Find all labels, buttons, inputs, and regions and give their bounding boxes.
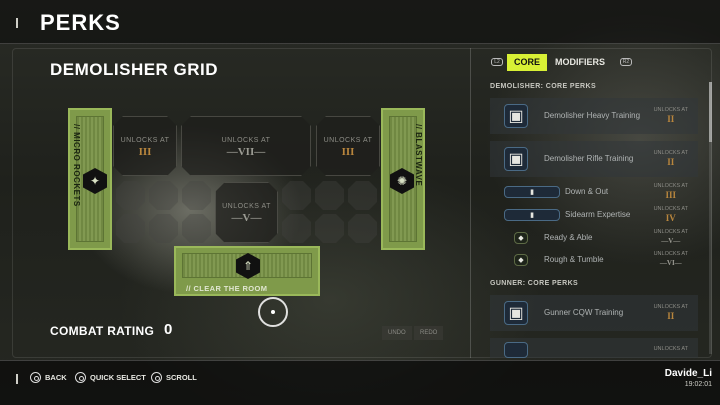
- cursor-reticle: [258, 297, 288, 327]
- footer-tick: [16, 374, 18, 384]
- perk-item-icon: ▣: [504, 147, 528, 171]
- grid-cell-empty[interactable]: [282, 214, 311, 243]
- grid-title: DEMOLISHER GRID: [50, 60, 219, 79]
- perk-list-item[interactable]: ◆ Rough & Tumble UNLOCKS AT—VI—: [490, 251, 698, 269]
- bottom-bar: [0, 360, 720, 405]
- perk-list-item[interactable]: UNLOCKS AT: [490, 338, 698, 358]
- grid-slot-locked[interactable]: UNLOCKS AT —V—: [215, 182, 278, 243]
- panel-divider: [470, 48, 471, 358]
- content-frame: [12, 48, 712, 358]
- combat-rating-label: COMBAT RATING: [50, 324, 155, 338]
- unlock-label: UNLOCKS AT: [221, 137, 271, 144]
- grid-cell-empty[interactable]: [348, 214, 377, 243]
- unlock-rank: III: [341, 146, 355, 158]
- tab-core[interactable]: CORE: [507, 54, 548, 71]
- grid-slot-locked[interactable]: UNLOCKS AT —VII—: [181, 116, 311, 176]
- perk-item-name: Down & Out: [565, 187, 609, 196]
- section-title-demolisher: DEMOLISHER: CORE PERKS: [490, 83, 597, 90]
- redo-button[interactable]: REDO: [414, 326, 444, 340]
- dpad-icon: [75, 372, 86, 383]
- r2-trigger-icon: R2: [620, 58, 632, 66]
- perk-label-blastwave: // BLASTWAVE: [414, 124, 423, 187]
- hint-quick-select-label: QUICK SELECT: [90, 373, 146, 382]
- grid-cell-empty[interactable]: [315, 214, 344, 243]
- perk-list-item[interactable]: ◆ Ready & Able UNLOCKS AT—V—: [490, 229, 698, 247]
- combat-rating-value: 0: [164, 321, 173, 338]
- hint-back-label: BACK: [45, 373, 67, 382]
- perk-item-icon: [504, 342, 528, 358]
- perk-label-clear-the-room: // CLEAR THE ROOM: [186, 284, 268, 293]
- unlock-rank: —V—: [231, 212, 262, 224]
- grid-cell-empty[interactable]: [149, 214, 178, 243]
- perk-item-icon: ▣: [504, 104, 528, 128]
- unlock-label: UNLOCKS AT: [323, 137, 373, 144]
- perk-item-icon: ◆: [514, 254, 528, 266]
- perk-label-micro-rockets: // MICRO ROCKETS: [72, 124, 81, 207]
- perk-item-icon: ▮: [504, 209, 560, 221]
- perk-item-name: Demolisher Heavy Training: [544, 111, 641, 120]
- perk-card-clear-the-room[interactable]: ⇑ // CLEAR THE ROOM: [174, 246, 320, 296]
- unlock-label: UNLOCKS AT: [222, 203, 271, 210]
- circle-button-icon: [30, 372, 41, 383]
- unlock-rank: —VII—: [226, 146, 266, 158]
- username: Davide_Li: [664, 368, 712, 379]
- perk-item-name: Demolisher Rifle Training: [544, 154, 634, 163]
- perk-item-name: Rough & Tumble: [544, 255, 604, 264]
- perk-item-icon: ▮: [504, 186, 560, 198]
- perk-item-icon: ▣: [504, 301, 528, 325]
- grid-cell-empty[interactable]: [116, 214, 145, 243]
- perk-item-unlock: UNLOCKS AT—VI—: [653, 251, 688, 267]
- grid-cell-empty[interactable]: [348, 181, 377, 210]
- grid-cell-empty[interactable]: [182, 214, 211, 243]
- unlock-label: UNLOCKS AT: [120, 137, 170, 144]
- section-title-gunner: GUNNER: CORE PERKS: [490, 280, 579, 287]
- grid-cell-empty[interactable]: [149, 181, 178, 210]
- grid-cell-empty[interactable]: [182, 181, 211, 210]
- grid-cell-empty[interactable]: [116, 181, 145, 210]
- hint-scroll-label: SCROLL: [166, 373, 197, 382]
- ammo-icon: ⇑: [236, 253, 260, 279]
- perk-item-unlock: UNLOCKS AT—V—: [653, 229, 688, 245]
- undo-button[interactable]: UNDO: [382, 326, 412, 340]
- page-title: PERKS: [40, 10, 121, 35]
- perk-item-icon: ◆: [514, 232, 528, 244]
- grid-slot-locked[interactable]: UNLOCKS AT III: [316, 116, 380, 176]
- unlock-rank: III: [138, 146, 152, 158]
- stick-icon: [151, 372, 162, 383]
- hint-scroll[interactable]: SCROLL: [151, 372, 197, 383]
- perk-card-blastwave[interactable]: // BLASTWAVE ✺: [381, 108, 425, 250]
- tab-modifiers[interactable]: MODIFIERS: [555, 57, 606, 67]
- hint-quick-select[interactable]: QUICK SELECT: [75, 372, 146, 383]
- grid-slot-locked[interactable]: UNLOCKS AT III: [113, 116, 177, 176]
- l2-trigger-icon: L2: [491, 58, 503, 66]
- top-bar: PERKS: [0, 0, 720, 44]
- grid-cell-empty[interactable]: [282, 181, 311, 210]
- clock: 19:02:01: [684, 381, 712, 388]
- perk-item-name: Ready & Able: [544, 233, 593, 242]
- header-tick: [16, 18, 18, 28]
- perk-item-name: Sidearm Expertise: [565, 210, 631, 219]
- perk-item-name: Gunner CQW Training: [544, 308, 624, 317]
- perk-card-micro-rockets[interactable]: // MICRO ROCKETS ✦: [68, 108, 112, 250]
- scrollbar-thumb[interactable]: [709, 82, 712, 142]
- grid-cell-empty[interactable]: [315, 181, 344, 210]
- perk-item-unlock: UNLOCKS AT: [653, 346, 688, 352]
- hint-back[interactable]: BACK: [30, 372, 67, 383]
- scrollbar-track[interactable]: [709, 82, 712, 354]
